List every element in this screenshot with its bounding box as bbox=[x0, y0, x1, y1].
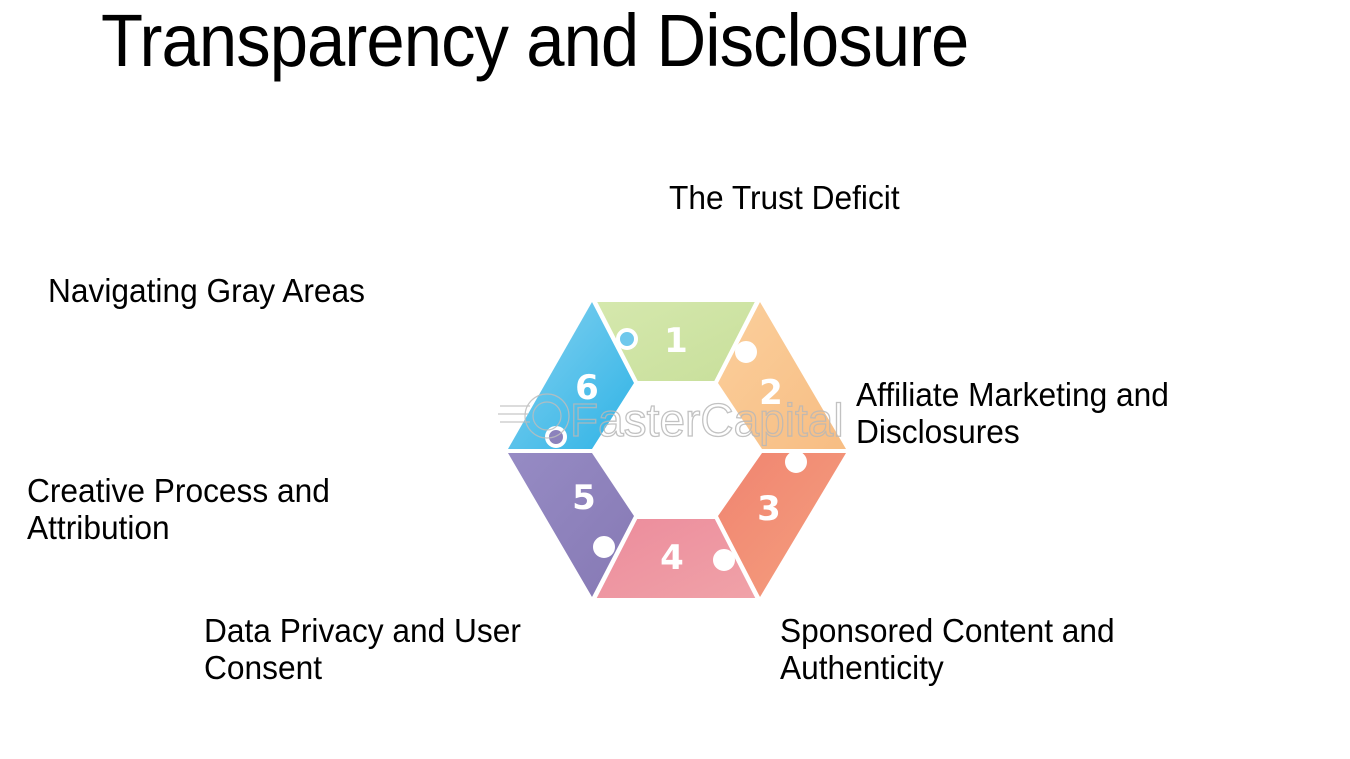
label-line: Authenticity bbox=[780, 649, 944, 686]
label-line: Data Privacy and User bbox=[204, 612, 521, 649]
label-line: Creative Process and bbox=[27, 472, 330, 509]
label-sponsored-content: Sponsored Content and Authenticity bbox=[780, 612, 1115, 686]
label-the-trust-deficit: The Trust Deficit bbox=[669, 179, 900, 216]
segment-2-number: 2 bbox=[759, 373, 783, 413]
label-line: Affiliate Marketing and bbox=[856, 376, 1169, 413]
label-line: Sponsored Content and bbox=[780, 612, 1115, 649]
label-affiliate-marketing: Affiliate Marketing and Disclosures bbox=[856, 376, 1169, 450]
segment-3-number: 3 bbox=[757, 489, 781, 529]
label-line: Attribution bbox=[27, 509, 170, 546]
label-data-privacy: Data Privacy and User Consent bbox=[204, 612, 521, 686]
label-line: Navigating Gray Areas bbox=[48, 272, 365, 309]
segment-4-number: 4 bbox=[660, 538, 684, 578]
segment-1-number: 1 bbox=[664, 321, 688, 361]
label-line: Consent bbox=[204, 649, 323, 686]
label-creative-process: Creative Process and Attribution bbox=[27, 472, 330, 546]
label-line: Disclosures bbox=[856, 413, 1020, 450]
segment-6-number: 6 bbox=[575, 368, 599, 408]
page-title: Transparency and Disclosure bbox=[101, 0, 969, 82]
label-navigating-gray-areas: Navigating Gray Areas bbox=[48, 272, 365, 309]
segment-5-number: 5 bbox=[572, 478, 596, 518]
label-line: The Trust Deficit bbox=[669, 179, 900, 216]
